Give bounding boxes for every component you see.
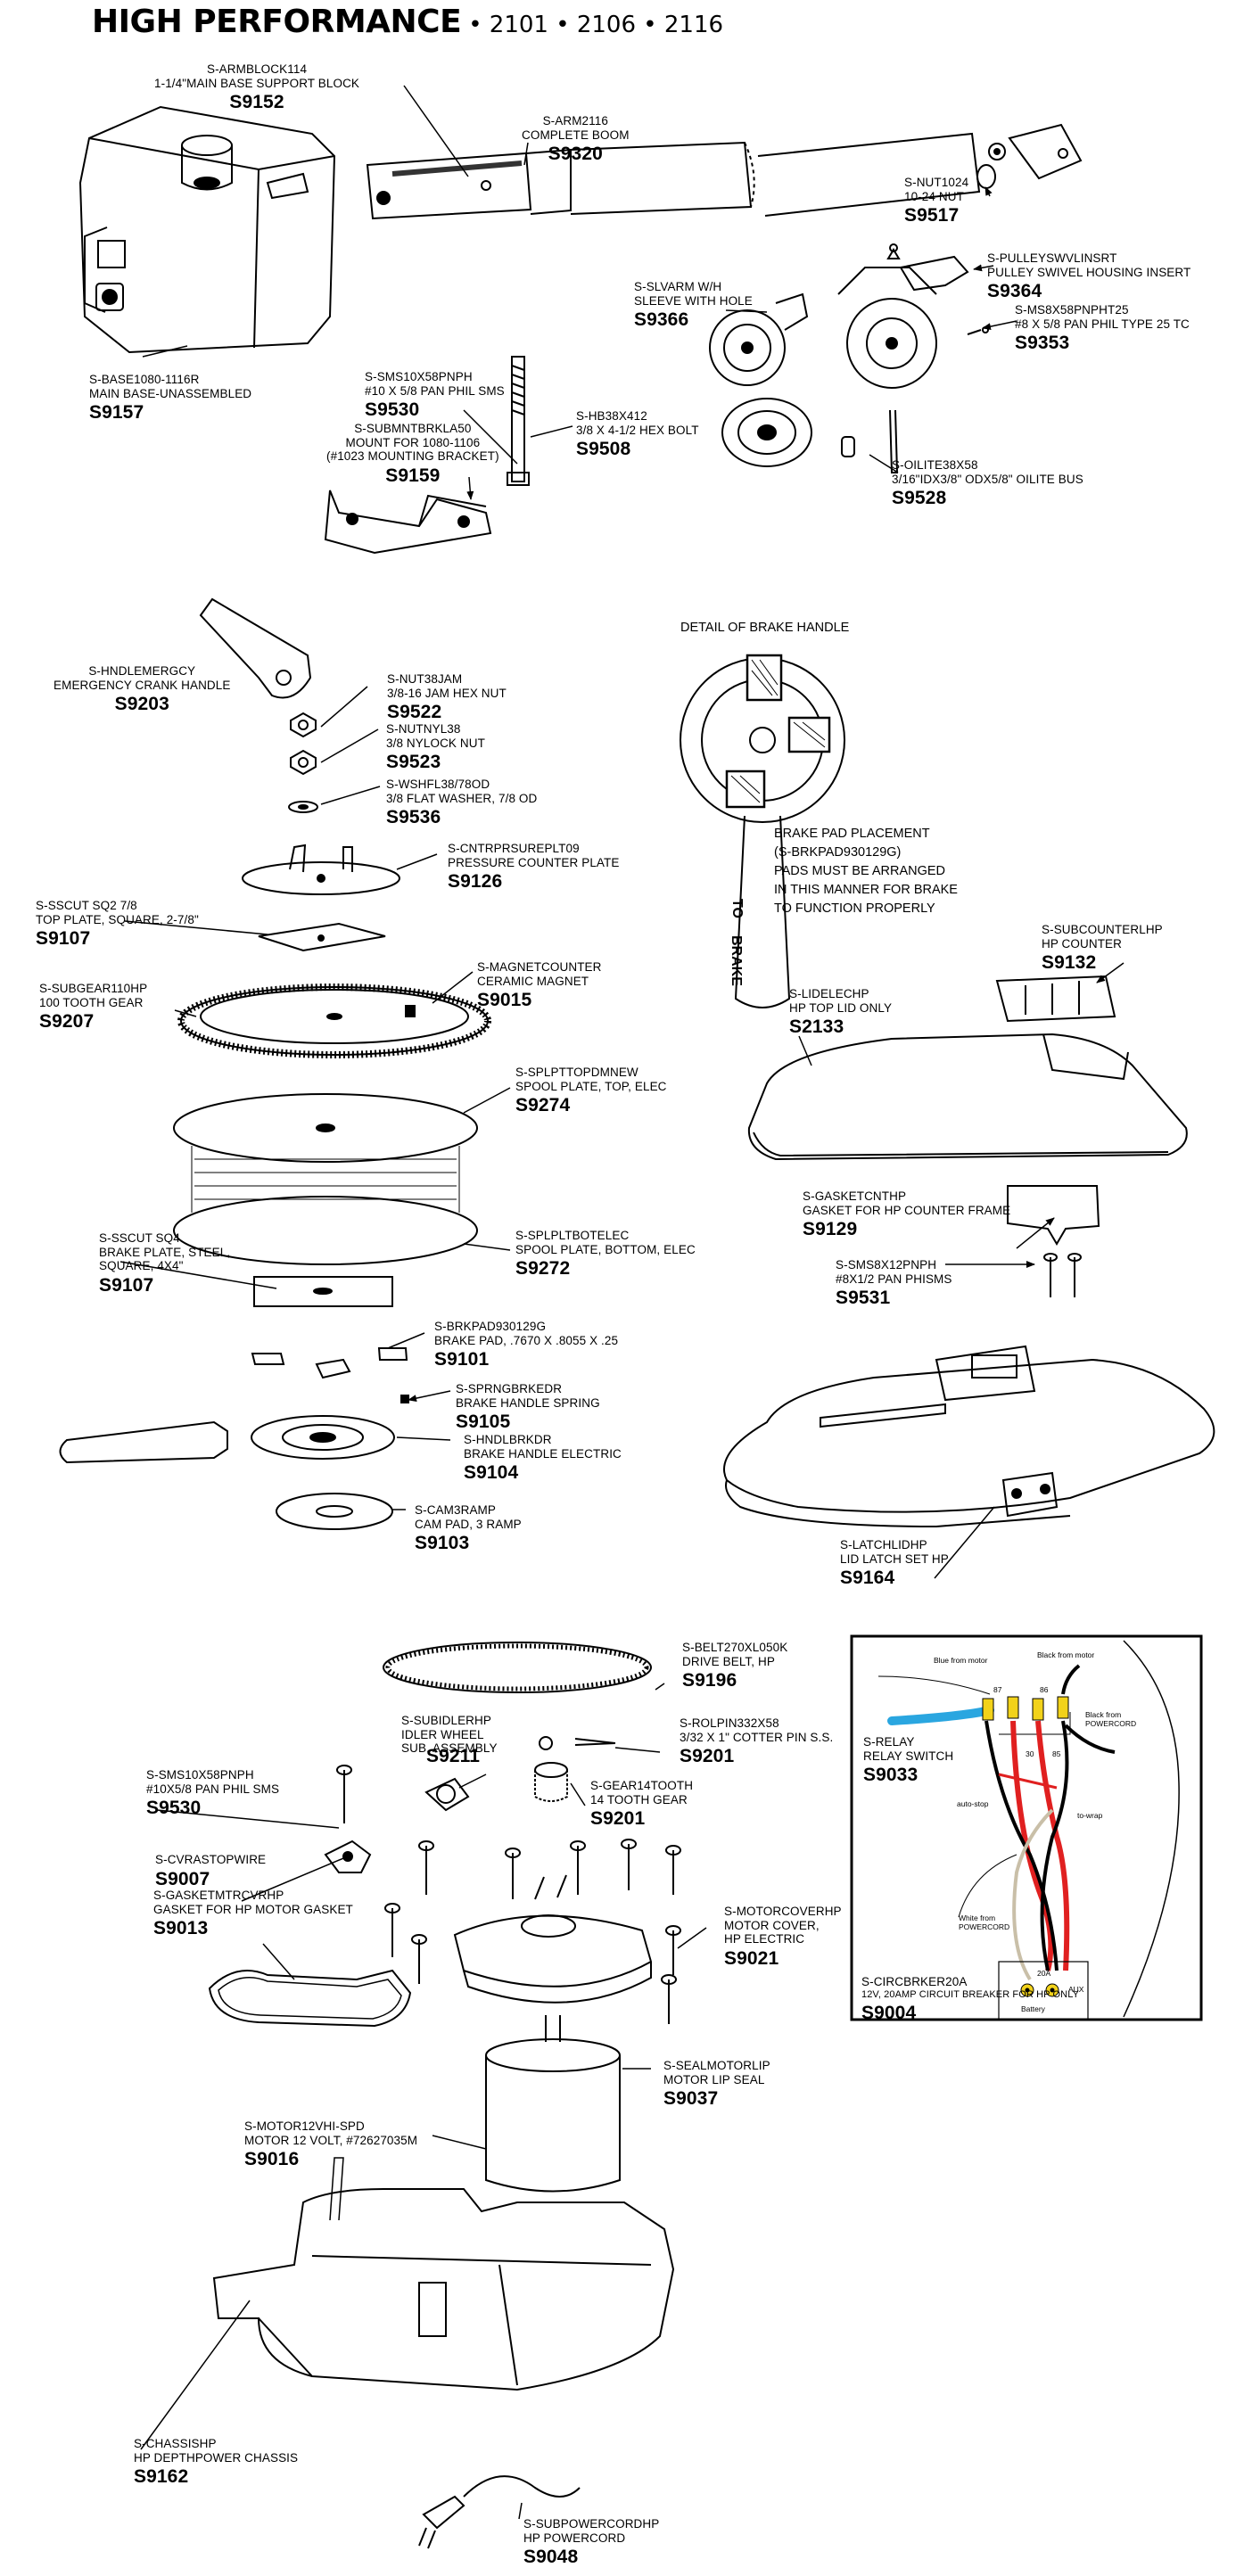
top-lid-drawing	[747, 1033, 1188, 1161]
motor-cover-drawing	[453, 1874, 653, 2004]
brake-handle-drawing	[59, 1415, 395, 1464]
model-numbers: • 2101 • 2106 • 2116	[468, 12, 724, 38]
wire-label-white-powercord: White from POWERCORD	[959, 1913, 1010, 1931]
pressure-plate-drawing	[242, 844, 400, 895]
cotter-pin-drawing	[574, 1738, 616, 1746]
top-plate-drawing	[258, 922, 386, 952]
relay-terminal-85: 85	[1052, 1749, 1061, 1758]
gear-14-drawing	[534, 1736, 568, 1802]
brake-pad-placement-note: BRAKE PAD PLACEMENT (S-BRKPAD930129G) PA…	[774, 827, 958, 916]
part-label-ms8x58: S-MS8X58PNPHT25#8 x 5/8 PAN PHIL TYPE 25…	[1015, 303, 1190, 353]
hex-bolt-drawing	[507, 356, 530, 486]
drive-belt-drawing	[383, 1642, 652, 1693]
wire-label-to-wrap: to-wrap	[1077, 1811, 1103, 1820]
mounting-bracket-drawing	[324, 490, 492, 555]
main-base-drawing	[78, 105, 336, 354]
chassis-drawing	[212, 2157, 675, 2391]
wire-label-blue: Blue from motor	[934, 1656, 988, 1665]
powercord-drawing	[418, 2475, 581, 2549]
breaker-aux-label: AUX	[1068, 1985, 1084, 1994]
breaker-battery-label: Battery	[1021, 2004, 1045, 2013]
motor-screws-drawing	[336, 1765, 681, 2024]
brake-detail-title: DETAIL OF BRAKE HANDLE	[680, 621, 850, 635]
page-title: HIGH PERFORMANCE	[92, 4, 462, 40]
brake-plate-drawing	[253, 1276, 393, 1307]
to-brake-arrow-label: TO	[729, 899, 745, 918]
counter-drawing	[995, 975, 1116, 1023]
wire-label-black-powercord: Black from POWERCORD	[1085, 1710, 1137, 1728]
part-label-sms10top: S-SMS10X58PNPH#10 x 5/8 PAN PHIL SMSS953…	[365, 370, 505, 420]
pulley-assembly-drawing	[709, 243, 989, 473]
nuts-washers-drawing	[288, 712, 318, 813]
spool-drawing	[173, 1093, 478, 1265]
wire-label-black-motor: Black from motor	[1037, 1650, 1095, 1659]
motor-drawing	[485, 2015, 621, 2193]
motor-gasket-drawing	[208, 1969, 412, 2028]
counter-gasket-drawing	[1007, 1185, 1100, 1246]
boom-arm-drawing	[366, 123, 1083, 220]
relay-terminal-30: 30	[1026, 1749, 1034, 1758]
relay-terminal-86: 86	[1040, 1685, 1049, 1694]
leader-lines	[119, 85, 1125, 2520]
brake-pads-drawing	[251, 1347, 409, 1403]
idler-wheel-drawing	[424, 1777, 470, 1812]
gear-drawing	[177, 983, 491, 1058]
relay-terminal-87: 87	[993, 1685, 1002, 1694]
lid-screws-drawing	[1043, 1253, 1082, 1297]
cam-pad-drawing	[276, 1493, 393, 1530]
wire-label-auto-stop: auto-stop	[957, 1799, 989, 1808]
to-brake-arrow-label-2: BRAKE	[729, 935, 744, 986]
lid-latch-drawing	[723, 1345, 1215, 1528]
page-header: HIGH PERFORMANCE• 2101 • 2106 • 2116	[92, 4, 723, 40]
crank-handle-drawing	[199, 597, 312, 699]
breaker-amp-label: 20A	[1037, 1969, 1051, 1978]
wiring-diagram	[850, 1634, 1203, 2021]
brake-handle-detail-drawing	[680, 654, 845, 1008]
